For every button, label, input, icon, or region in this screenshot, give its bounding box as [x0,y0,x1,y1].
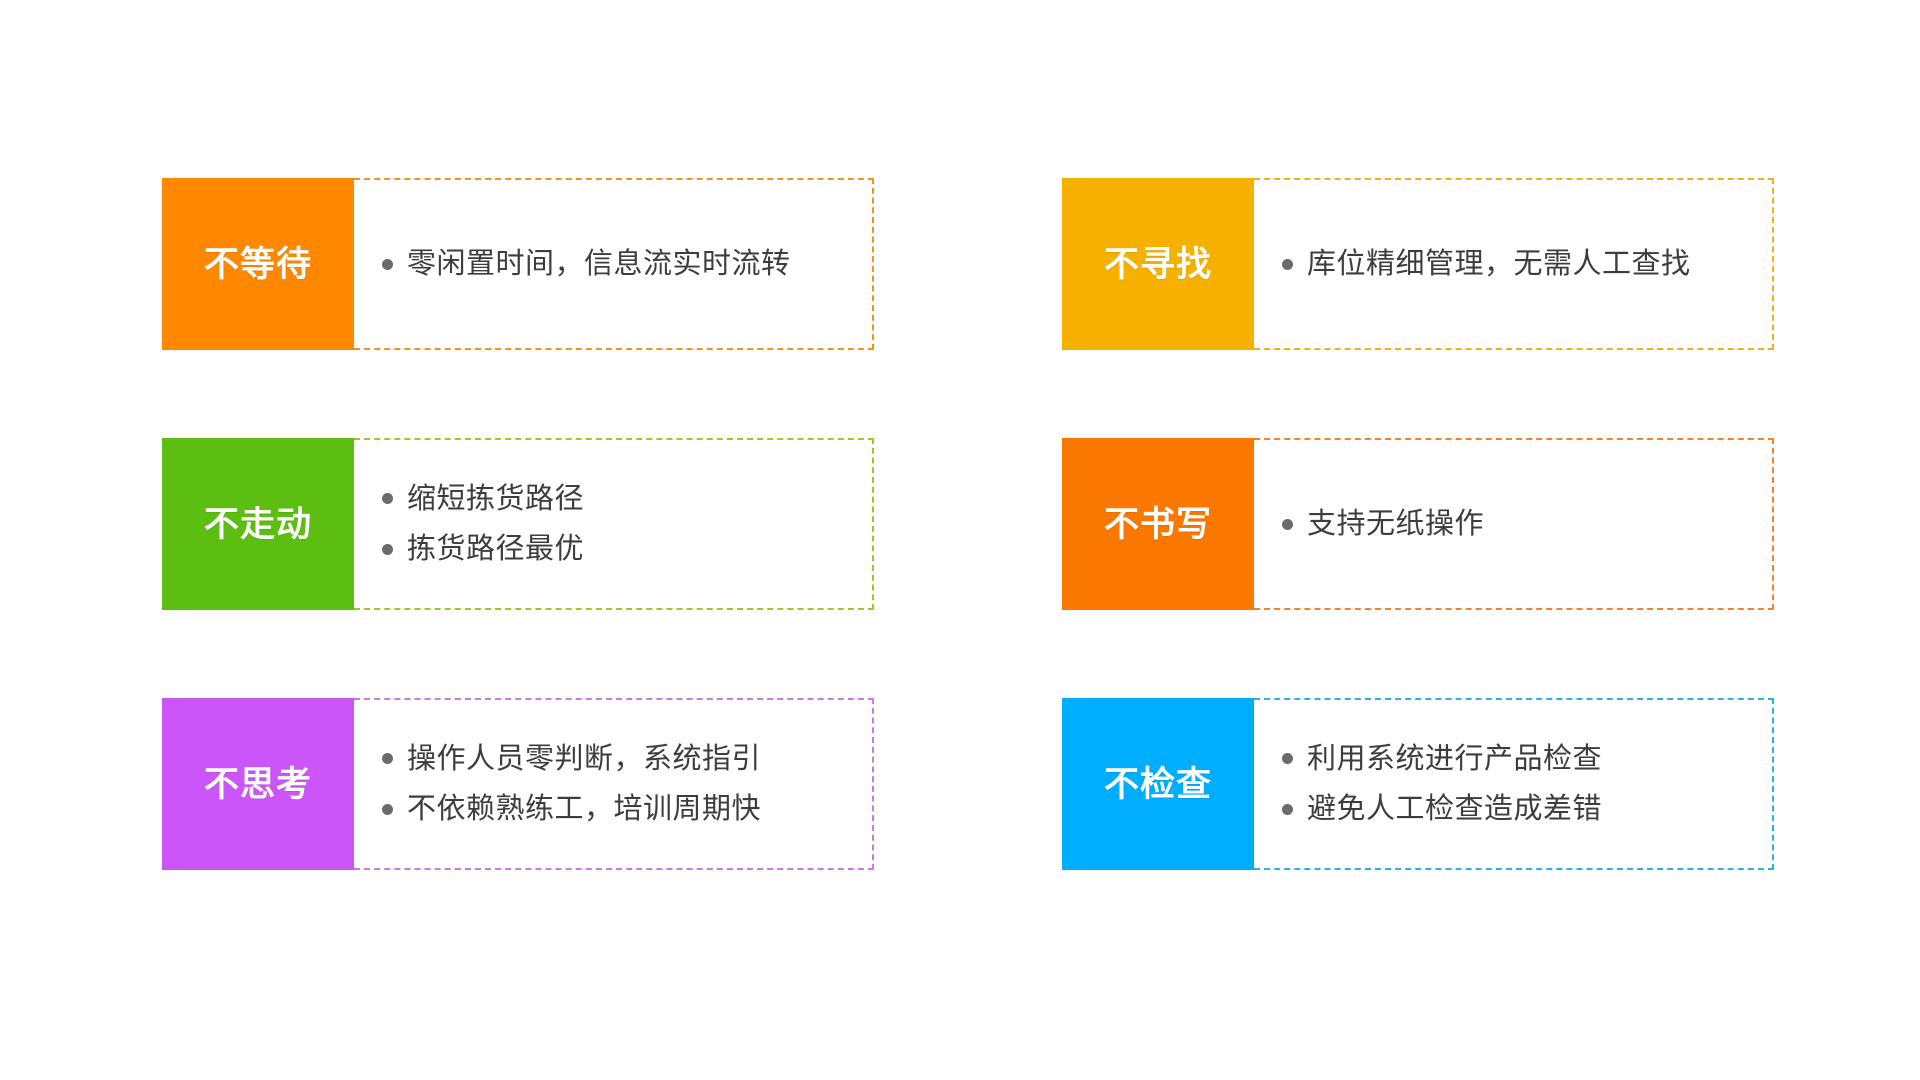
card-label-block-no-checking: 不检查 [1062,698,1254,870]
bullet-dot-icon [1282,518,1293,530]
card-body-no-searching: 库位精细管理，无需人工查找 [1254,178,1774,350]
card-no-waiting[interactable]: 不等待 零闲置时间，信息流实时流转 [162,178,874,350]
bullet-dot-icon [382,803,393,815]
bullet-dot-icon [382,543,393,555]
card-label-block-no-waiting: 不等待 [162,178,354,350]
card-no-searching[interactable]: 不寻找 库位精细管理，无需人工查找 [1062,178,1774,350]
bullet-dot-icon [382,258,393,270]
list-item: 不依赖熟练工，培训周期快 [382,784,872,834]
list-item: 拣货路径最优 [382,524,872,574]
list-item-label: 拣货路径最优 [407,533,585,565]
card-no-walking[interactable]: 不走动 缩短拣货路径拣货路径最优 [162,438,874,610]
card-body-no-thinking: 操作人员零判断，系统指引不依赖熟练工，培训周期快 [354,698,874,870]
list-item: 库位精细管理，无需人工查找 [1282,239,1772,289]
list-item: 支持无纸操作 [1282,499,1772,549]
card-no-thinking[interactable]: 不思考 操作人员零判断，系统指引不依赖熟练工，培训周期快 [162,698,874,870]
list-item-label: 支持无纸操作 [1307,507,1485,540]
list-item: 操作人员零判断，系统指引 [382,734,872,784]
bullet-dot-icon [382,493,393,505]
list-item: 缩短拣货路径 [382,474,872,524]
card-label-text-no-checking: 不检查 [1103,764,1212,804]
card-body-no-waiting: 零闲置时间，信息流实时流转 [354,178,874,350]
card-label-text-no-walking: 不走动 [203,504,312,544]
bullet-dot-icon [382,753,393,765]
card-body-no-checking: 利用系统进行产品检查避免人工检查造成差错 [1254,698,1774,870]
list-item-label: 利用系统进行产品检查 [1307,742,1603,775]
card-no-writing[interactable]: 不书写 支持无纸操作 [1062,438,1774,610]
list-item-label: 不依赖熟练工，培训周期快 [407,793,762,825]
list-item-label: 缩短拣货路径 [407,482,585,515]
card-label-block-no-walking: 不走动 [162,438,354,610]
card-no-checking[interactable]: 不检查 利用系统进行产品检查避免人工检查造成差错 [1062,698,1774,870]
list-item-label: 避免人工检查造成差错 [1307,793,1603,825]
list-item-label: 库位精细管理，无需人工查找 [1307,247,1691,280]
card-body-no-walking: 缩短拣货路径拣货路径最优 [354,438,874,610]
card-label-text-no-waiting: 不等待 [203,244,312,284]
card-body-no-writing: 支持无纸操作 [1254,438,1774,610]
card-label-block-no-searching: 不寻找 [1062,178,1254,350]
card-label-text-no-thinking: 不思考 [203,764,312,804]
card-label-text-no-writing: 不书写 [1103,504,1212,544]
bullet-dot-icon [1282,258,1293,270]
list-item-label: 零闲置时间，信息流实时流转 [407,247,791,280]
cards-grid: 不等待 零闲置时间，信息流实时流转 不寻找 库位精细管理，无需人工查找不走动 缩短拣货路… [162,178,1774,870]
card-label-block-no-thinking: 不思考 [162,698,354,870]
list-item-label: 操作人员零判断，系统指引 [407,742,762,775]
card-label-text-no-searching: 不寻找 [1103,244,1212,284]
list-item: 利用系统进行产品检查 [1282,734,1772,784]
list-item: 零闲置时间，信息流实时流转 [382,239,872,289]
card-label-block-no-writing: 不书写 [1062,438,1254,610]
bullet-dot-icon [1282,803,1293,815]
list-item: 避免人工检查造成差错 [1282,784,1772,834]
bullet-dot-icon [1282,753,1293,765]
